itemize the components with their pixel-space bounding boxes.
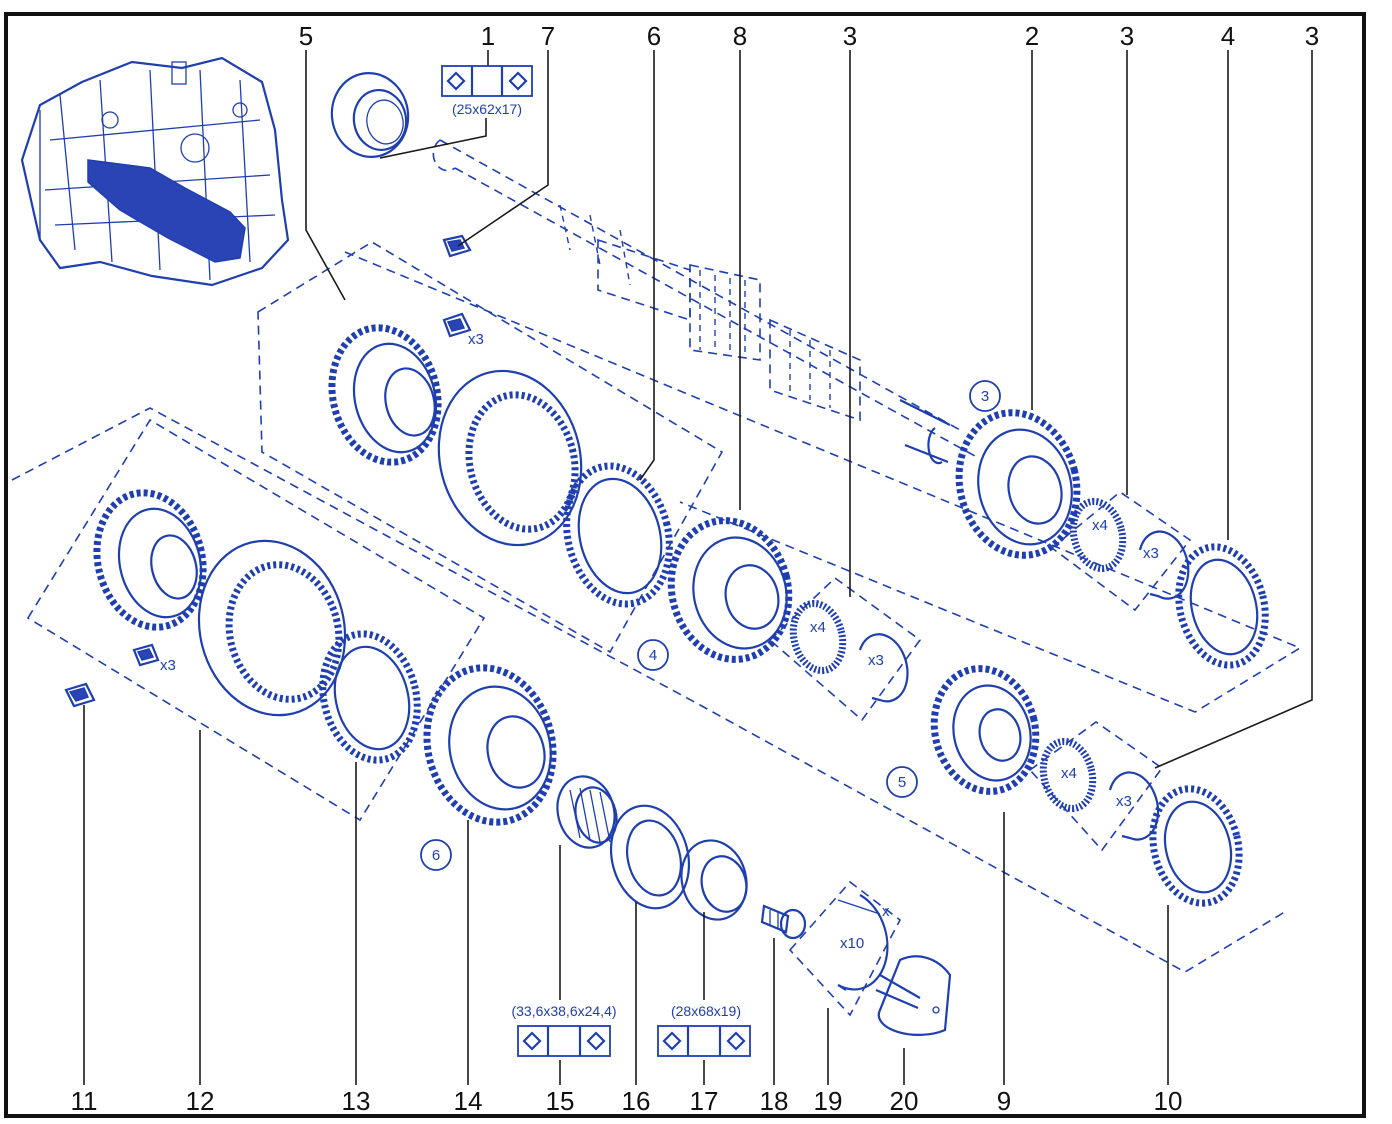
bearing-top [330,72,410,158]
gear-badge-6: 6 [420,839,452,871]
callout-3-a: 3 [843,21,857,51]
ring-x4-b [1069,498,1127,572]
key-part-7 [442,234,472,258]
bearing-spec-rear: (28x68x19) [657,1003,751,1057]
svg-text:5: 5 [898,774,906,791]
gear-part-2 [955,409,1081,559]
gear-part-8 [667,517,793,663]
multiplier-key-top: x3 [468,331,484,348]
bearing-rear-17 [680,839,748,921]
callout-18: 18 [760,1086,789,1116]
callout-14: 14 [454,1086,483,1116]
callout-6: 6 [647,21,661,51]
bearing-spec-needle: (33,6x38,6x24,4) [511,1003,617,1057]
bearing-spec-top: (25x62x17) [441,65,533,117]
synchro-hub-lower [93,489,207,631]
bolt-18 [760,904,807,940]
tool-20 [875,955,952,1036]
multiplier-circlip-x10: x10 [840,935,864,952]
frame-lower-synchro [26,418,486,822]
gear-badge-3: 3 [969,380,1001,412]
key-x3-top [442,312,472,338]
callout-7: 7 [541,21,555,51]
ring-x4-a [789,600,847,674]
circlip-x3-c [1108,771,1160,841]
gear-part-9 [930,665,1040,795]
frame-circlip-19 [788,880,902,1017]
gearbox-housing-thumbnail [20,56,290,287]
callout-15: 15 [546,1086,575,1116]
synchro-ring-13 [319,630,421,764]
svg-text:4: 4 [649,647,657,664]
gear-part-14 [423,664,557,826]
synchro-ring-4 [1175,543,1269,669]
callouts-bottom: 11 12 13 14 15 16 17 18 19 20 9 10 [71,1086,1183,1116]
dimension-x-label: x [882,903,890,920]
multiplier-ring-x4-a: x4 [810,619,826,636]
callout-3-c: 3 [1305,21,1319,51]
synchro-sleeve-upper [437,369,583,547]
bearing-spec-top-label: (25x62x17) [452,101,522,117]
svg-text:3: 3 [981,388,989,405]
callouts-top: 1 7 6 8 3 2 3 4 3 5 [299,21,1319,51]
multiplier-key-left: x3 [160,657,176,674]
needle-bearing-15 [556,775,618,849]
callout-11: 11 [71,1086,98,1116]
synchro-ring-10 [1149,785,1243,907]
callout-20: 20 [890,1086,919,1116]
thrust-washer-16 [609,804,691,910]
bearing-spec-rear-label: (28x68x19) [671,1003,741,1019]
bearing-spec-needle-label: (33,6x38,6x24,4) [511,1003,616,1019]
svg-text:6: 6 [432,847,440,864]
main-shaft [432,139,976,465]
diagram-frame [4,12,1366,1118]
gear-badge-4: 4 [637,639,669,671]
callout-16: 16 [622,1086,651,1116]
callout-13: 13 [342,1086,371,1116]
frame-long-upper [344,251,1302,713]
synchro-sleeve-lower [197,539,347,717]
circlip-x3-b [1138,530,1190,600]
circlip-19 [837,894,889,991]
callout-2: 2 [1025,21,1039,51]
synchro-hub-upper [328,324,442,466]
multiplier-circlip-x3-b: x3 [1143,545,1159,562]
frame-ring-3a [768,576,922,722]
callout-17: 17 [690,1086,719,1116]
callout-12: 12 [186,1086,215,1116]
leader-lines [83,50,1313,1085]
multiplier-ring-x4-c: x4 [1061,765,1077,782]
frame-long-lower [11,407,1289,973]
callout-8: 8 [733,21,747,51]
callout-10: 10 [1154,1086,1183,1116]
multiplier-circlip-x3-a: x3 [868,652,884,669]
gear-badge-5: 5 [886,766,918,798]
circlip-x3-a [858,633,909,703]
callout-1: 1 [481,21,495,51]
callout-4: 4 [1221,21,1235,51]
callout-19: 19 [814,1086,843,1116]
key-x3-left [132,643,160,667]
multiplier-ring-x4-b: x4 [1092,517,1108,534]
key-part-11 [64,682,96,708]
callout-3-b: 3 [1120,21,1134,51]
multiplier-circlip-x3-c: x3 [1116,793,1132,810]
frame-upper-synchro [257,241,724,654]
callout-9: 9 [997,1086,1011,1116]
frame-ring-3b [1050,490,1192,612]
ring-x4-c [1039,738,1097,812]
synchro-ring-6 [563,462,673,608]
callout-5: 5 [299,21,313,51]
